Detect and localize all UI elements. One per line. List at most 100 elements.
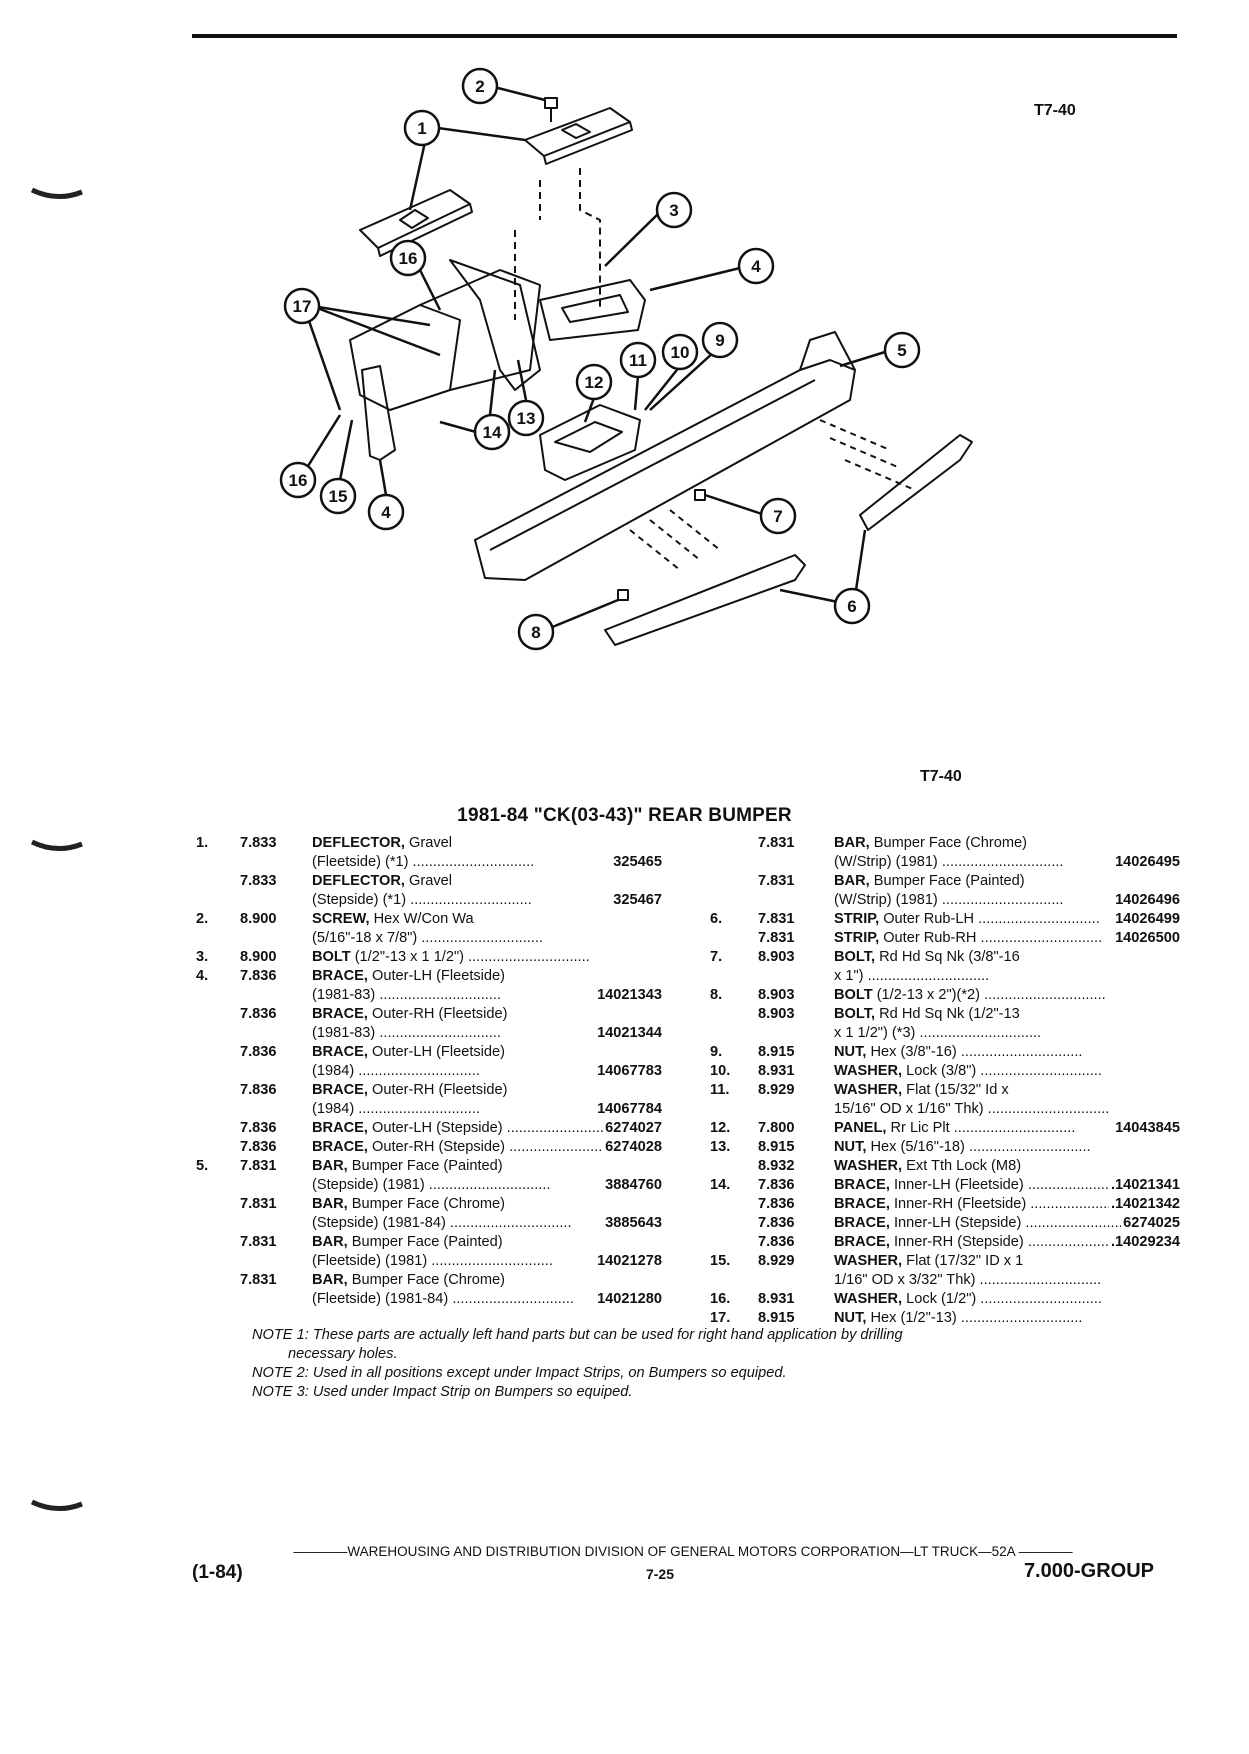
part-detail: Outer-RH (Fleetside) (367, 1082, 508, 1098)
part-detail: Lock (3/8") ............................… (902, 1063, 1102, 1079)
parts-row: (Stepside) (1981) ......................… (192, 1176, 662, 1195)
part-number: 14026495 (1113, 853, 1180, 872)
part-detail: (Stepside) (1981-84) ...................… (312, 1215, 572, 1231)
part-detail: Ext Tth Lock (M8) (902, 1158, 1022, 1174)
part-name: NUT, (834, 1310, 867, 1326)
part-name: BOLT, (834, 1006, 876, 1022)
part-detail: Rd Hd Sq Nk (3/8"-16 (875, 949, 1020, 965)
part-description: BAR, Bumper Face (Chrome) (834, 834, 1180, 853)
group-number: 7.831 (758, 873, 795, 889)
part-name: WASHER, (834, 1158, 903, 1174)
rub-strip-lower-shape (604, 554, 806, 646)
part-detail: Inner-RH (Stepside) ....................… (889, 1234, 1150, 1250)
parts-row: (Fleetside) (1981-84) ..................… (192, 1290, 662, 1309)
part-detail: Bumper Face (Painted) (869, 873, 1025, 889)
group-number: 8.900 (240, 911, 277, 927)
notes: NOTE 1: These parts are actually left ha… (252, 1326, 1152, 1402)
callout-10: 10 (644, 333, 699, 411)
item-number: 8. (710, 987, 723, 1003)
callout-4: 4 (649, 247, 775, 292)
callout-12: 12 (575, 363, 613, 423)
part-name: BRACE, (834, 1215, 890, 1231)
callout-3: 3 (604, 191, 693, 267)
part-description: (W/Strip) (1981) .......................… (834, 853, 1180, 872)
callout-8: 8 (517, 598, 619, 651)
part-detail: Outer-LH (Fleetside) (367, 1044, 506, 1060)
parts-row: (5/16"-18 x 7/8") ......................… (192, 929, 662, 948)
item-number: 17. (710, 1310, 731, 1326)
svg-text:17: 17 (293, 297, 312, 316)
item-number: 4. (196, 968, 209, 984)
svg-text:7: 7 (773, 507, 782, 526)
group-number: 7.836 (758, 1196, 795, 1212)
part-description: WASHER, Lock (3/8") ....................… (834, 1062, 1180, 1081)
group-number: 8.931 (758, 1063, 795, 1079)
group-number: 8.929 (758, 1082, 795, 1098)
part-detail: Hex (1/2"-13) ..........................… (866, 1310, 1083, 1326)
part-description: DEFLECTOR, Gravel (312, 834, 662, 853)
part-name: NUT, (834, 1139, 867, 1155)
group-number: 8.931 (758, 1291, 795, 1307)
part-name: BRACE, (312, 1120, 368, 1136)
part-name: BRACE, (834, 1234, 890, 1250)
part-description: BRACE, Outer-RH (Fleetside) (312, 1081, 662, 1100)
part-description: BAR, Bumper Face (Chrome) (312, 1195, 662, 1214)
part-detail: Bumper Face (Chrome) (347, 1272, 506, 1288)
parts-row: (Stepside) (*1) ........................… (192, 891, 662, 910)
note-1: NOTE 1: These parts are actually left ha… (252, 1327, 903, 1343)
part-description: BAR, Bumper Face (Painted) (834, 872, 1180, 891)
part-detail: Outer-LH (Stepside) ....................… (367, 1120, 629, 1136)
part-detail: (1/2-13 x 2")(*2) ......................… (872, 987, 1106, 1003)
callout-6: 6 (779, 529, 871, 625)
svg-text:16: 16 (289, 471, 308, 490)
part-description: (1984) .............................. (312, 1062, 662, 1081)
svg-text:5: 5 (897, 341, 906, 360)
part-detail: Outer Rub-LH ...........................… (879, 911, 1100, 927)
part-name: BAR, (312, 1272, 348, 1288)
callout-14: 14 (439, 369, 511, 451)
item-number: 11. (710, 1082, 730, 1098)
part-name: WASHER, (834, 1291, 903, 1307)
part-description: NUT, Hex (1/2"-13) .....................… (834, 1309, 1180, 1328)
part-detail: (Fleetside) (*1) .......................… (312, 854, 535, 870)
part-detail: (1984) .............................. (312, 1101, 480, 1117)
item-number: 6. (710, 911, 723, 927)
svg-text:16: 16 (399, 249, 418, 268)
note-3: NOTE 3: Used under Impact Strip on Bumpe… (252, 1384, 633, 1400)
part-number: 14021280 (595, 1290, 662, 1309)
part-name: DEFLECTOR, (312, 835, 405, 851)
group-number: 8.915 (758, 1044, 795, 1060)
part-number: .14021342 (1109, 1195, 1180, 1214)
svg-text:1: 1 (417, 119, 426, 138)
group-number: 8.915 (758, 1310, 795, 1326)
item-number: 7. (710, 949, 723, 965)
part-description: BAR, Bumper Face (Painted) (312, 1233, 662, 1252)
part-description: NUT, Hex (5/16"-18) ....................… (834, 1138, 1180, 1157)
inner-brace-shape (449, 259, 541, 391)
callout-13: 13 (507, 359, 545, 437)
part-number: 325467 (611, 891, 662, 910)
part-description: 15/16" OD x 1/16" Thk) .................… (834, 1100, 1180, 1119)
part-name: WASHER, (834, 1063, 903, 1079)
parts-row: (Fleetside) (*1) .......................… (192, 853, 662, 872)
part-name: BAR, (312, 1196, 348, 1212)
item-number: 5. (196, 1158, 209, 1174)
part-description: PANEL, Rr Lic Plt ......................… (834, 1119, 1180, 1138)
callout-2: 2 (461, 67, 546, 105)
part-description: x 1 1/2") (*3) .........................… (834, 1024, 1180, 1043)
callout-7: 7 (704, 493, 797, 535)
group-number: 7.831 (240, 1234, 277, 1250)
part-name: BOLT (312, 949, 351, 965)
part-detail: Flat (15/32" Id x (902, 1082, 1009, 1098)
part-number: 14021344 (595, 1024, 662, 1043)
item-number: 9. (710, 1044, 723, 1060)
part-name: BRACE, (312, 1006, 368, 1022)
part-name: BRACE, (834, 1196, 890, 1212)
part-detail: Outer-RH (Fleetside) (367, 1006, 508, 1022)
